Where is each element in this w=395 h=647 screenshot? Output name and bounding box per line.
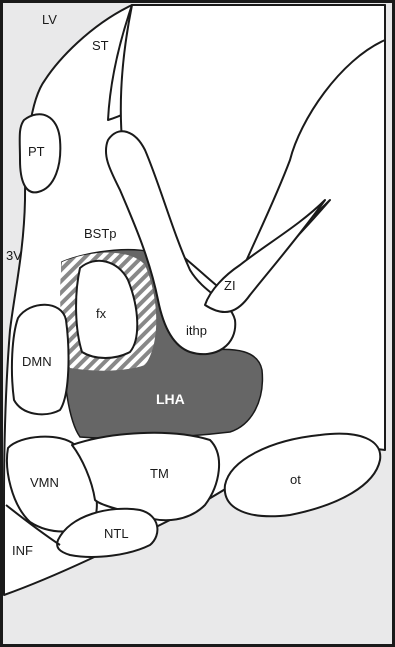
label-lv: LV <box>42 12 57 27</box>
label-dmn: DMN <box>22 354 52 369</box>
label-inf: INF <box>12 543 33 558</box>
label-st: ST <box>92 38 109 53</box>
label-pt: PT <box>28 144 45 159</box>
label-lha: LHA <box>156 391 185 407</box>
label-ithp: ithp <box>186 323 207 338</box>
label-bstp: BSTp <box>84 226 117 241</box>
label-zi: ZI <box>224 278 236 293</box>
label-vmn: VMN <box>30 475 59 490</box>
label-fx: fx <box>96 306 107 321</box>
label-tm: TM <box>150 466 169 481</box>
label-3v: 3V <box>6 248 22 263</box>
label-ntl: NTL <box>104 526 129 541</box>
label-ot: ot <box>290 472 301 487</box>
